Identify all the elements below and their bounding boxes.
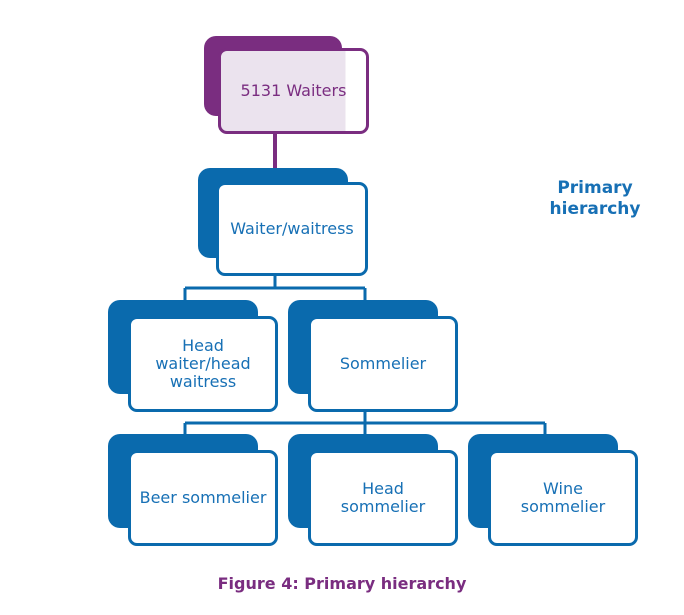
node-waiter-waitress: Waiter/waitress — [198, 168, 368, 276]
node-wine-sommelier: Wine sommelier — [468, 434, 638, 546]
node-sommelier: Sommelier — [288, 300, 458, 412]
node-5131-waiters: 5131 Waiters — [204, 36, 369, 134]
node-label: Beer sommelier — [139, 488, 267, 507]
figure-caption: Figure 4: Primary hierarchy — [217, 574, 467, 593]
node-label: Waiter/waitress — [230, 219, 354, 238]
node-label: Wine sommelier — [520, 479, 606, 516]
node-head-waiter: Head waiter/head waitress — [108, 300, 278, 412]
node-head-sommelier: Head sommelier — [288, 434, 458, 546]
node-label: Head waiter/head waitress — [155, 336, 251, 391]
node-beer-sommelier: Beer sommelier — [108, 434, 278, 546]
node-label: Sommelier — [339, 354, 427, 373]
node-label: 5131 Waiters — [240, 81, 347, 100]
side-title: Primary hierarchy — [549, 178, 641, 219]
node-label: Head sommelier — [340, 479, 426, 516]
